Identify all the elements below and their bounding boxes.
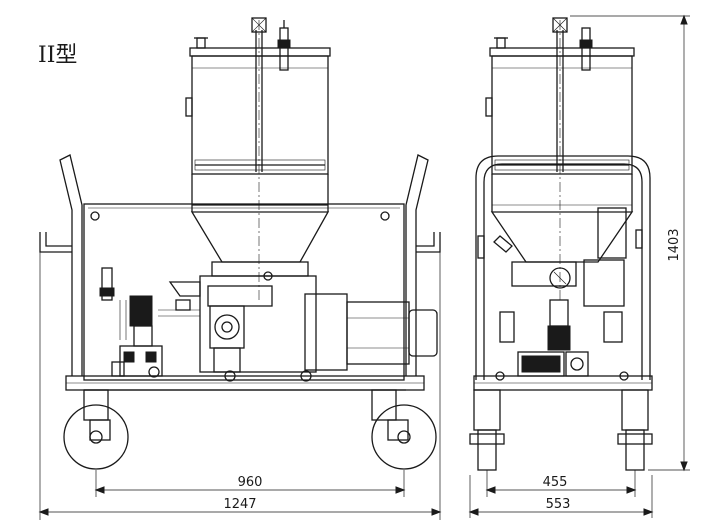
side-casters [469, 389, 653, 471]
side-frame [473, 155, 653, 391]
dim-1247: 1247 [223, 497, 256, 512]
dim-553: 553 [546, 497, 571, 512]
front-frame [39, 154, 441, 391]
side-dimensions [468, 14, 690, 518]
front-pump-motor [119, 261, 438, 373]
side-internal [493, 207, 629, 381]
model-title: II型 [38, 43, 77, 68]
front-view: 960 1247 [38, 17, 442, 520]
front-hopper [185, 17, 331, 300]
front-casters [63, 389, 437, 470]
side-hopper [485, 17, 635, 300]
dim-455: 455 [543, 475, 568, 490]
dim-960: 960 [238, 475, 263, 490]
front-dimensions [38, 250, 442, 520]
side-view: 455 553 1403 [468, 14, 690, 518]
dim-1403: 1403 [667, 228, 682, 261]
front-valve-block [99, 267, 312, 382]
